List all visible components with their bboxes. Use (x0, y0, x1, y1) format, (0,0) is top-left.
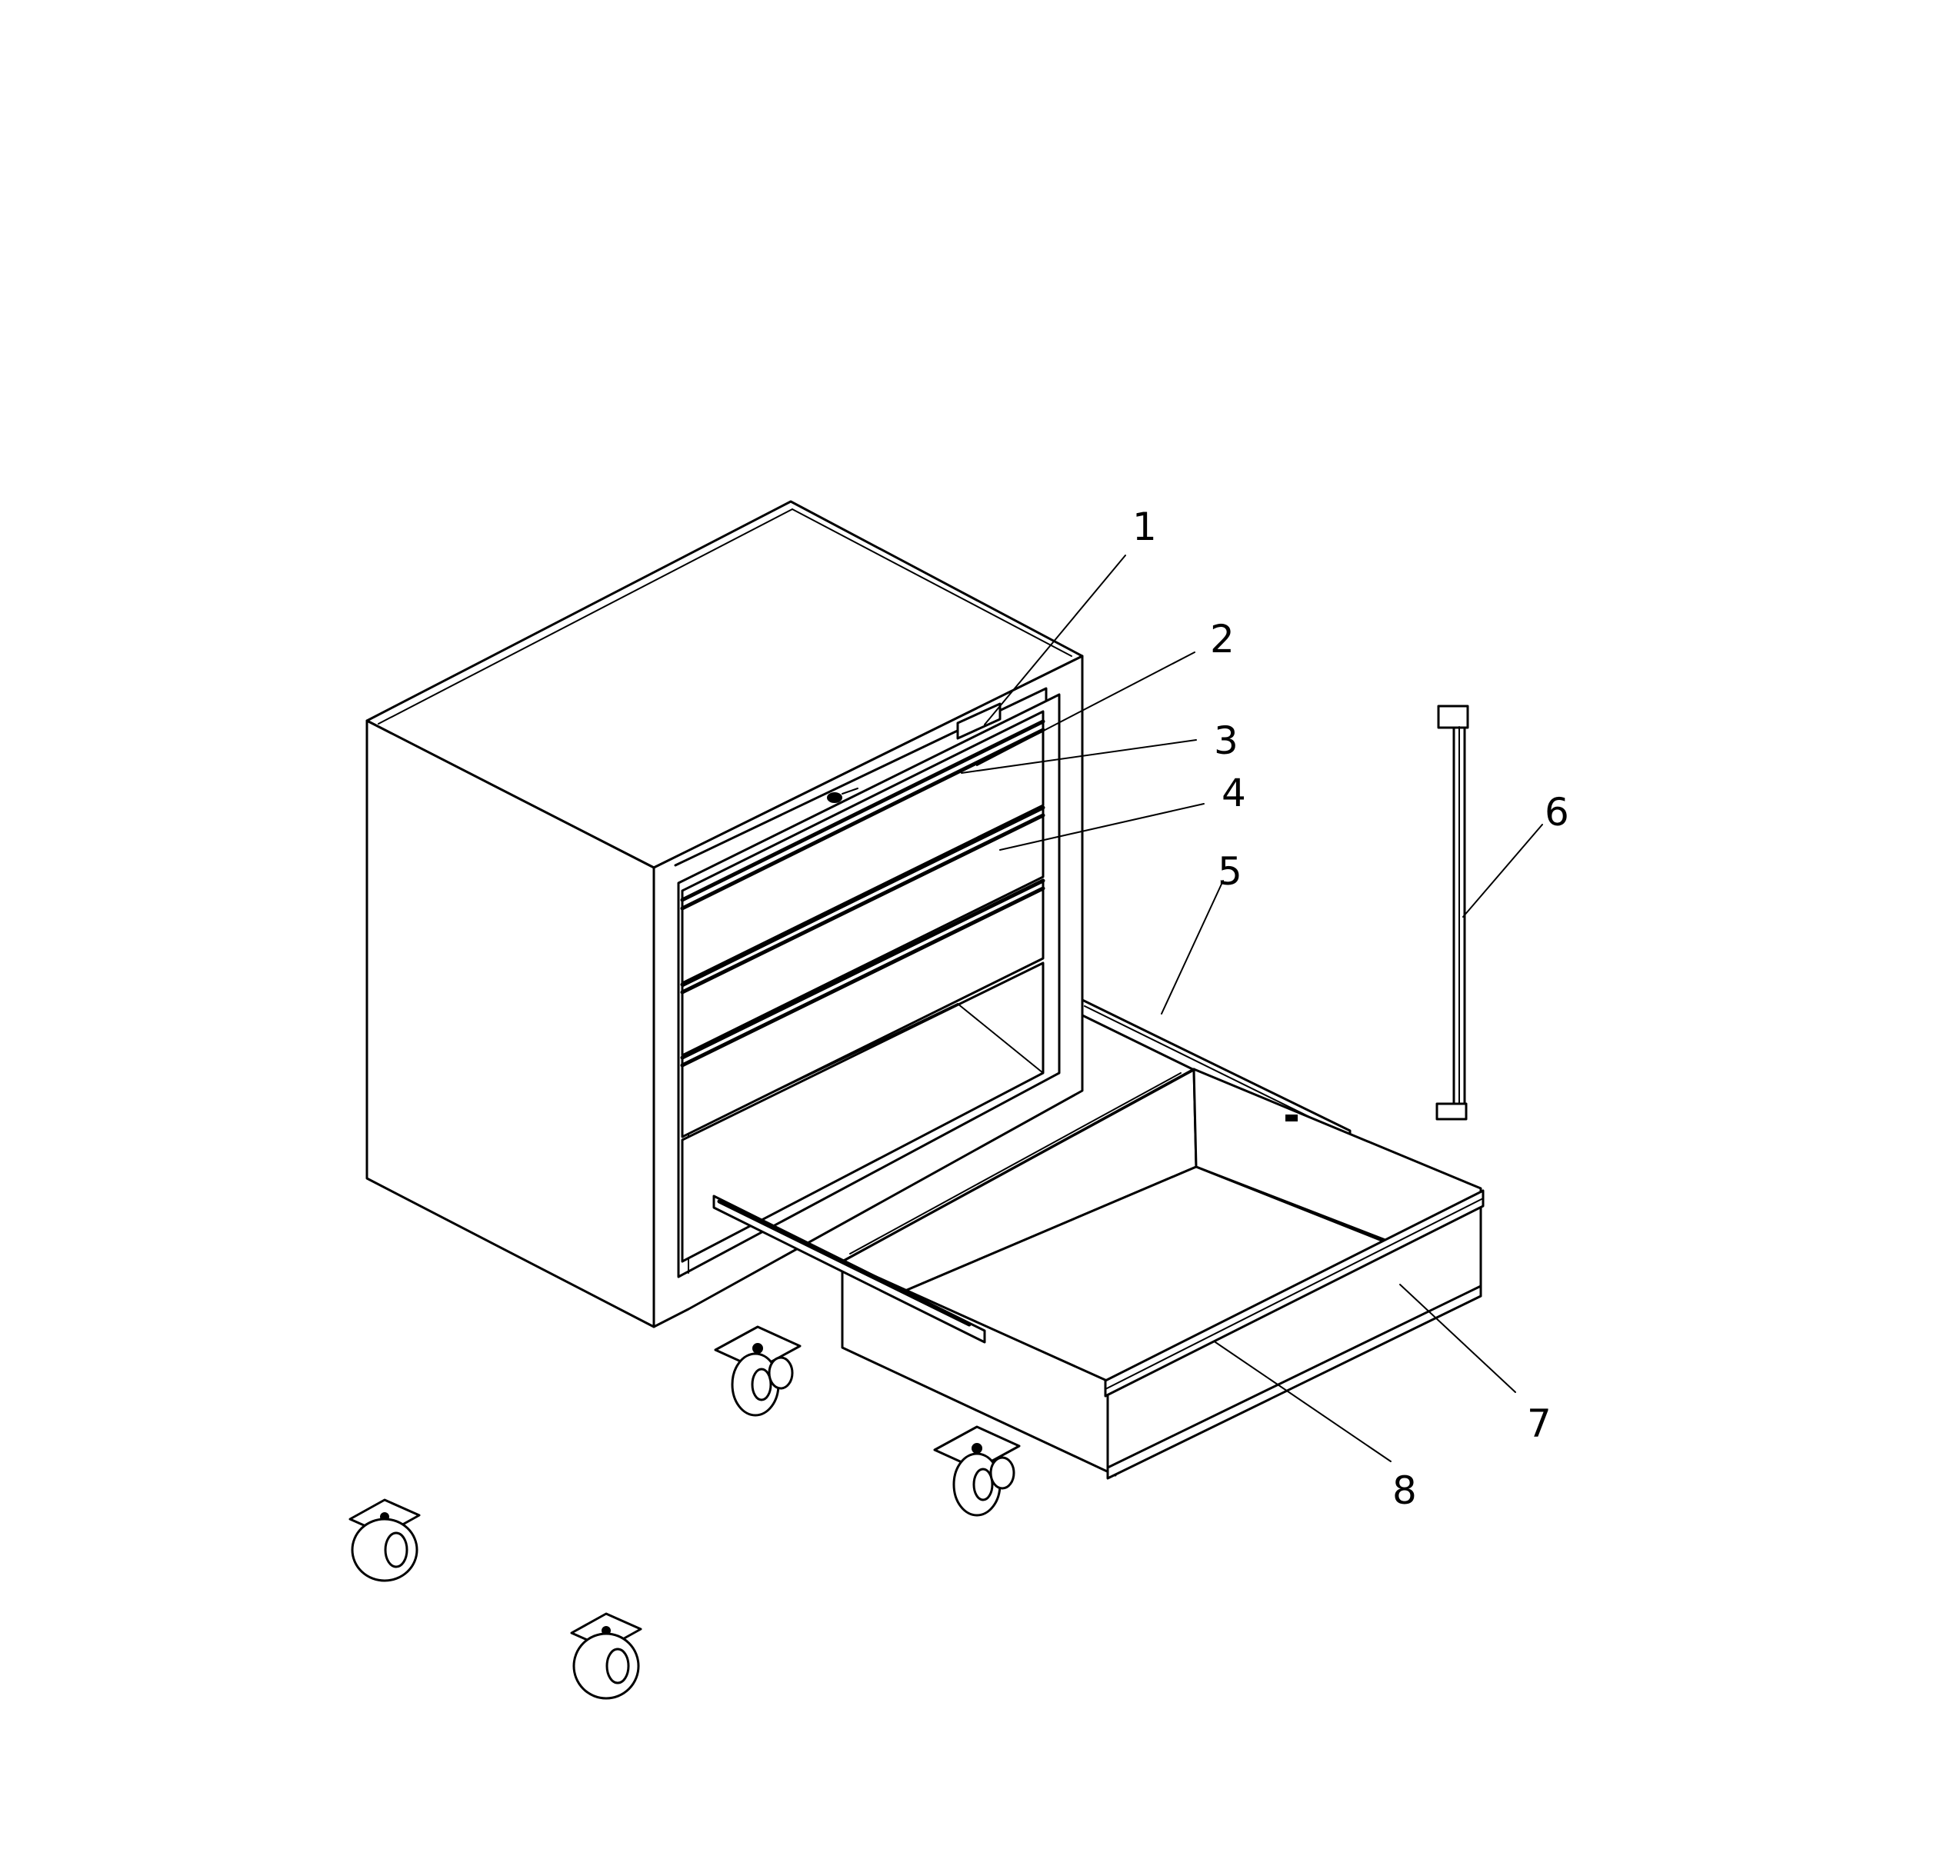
leader-line-3 (961, 739, 1197, 774)
callout-8: 8 (1392, 1468, 1417, 1513)
caster (570, 1612, 642, 1700)
callout-7: 7 (1527, 1401, 1552, 1446)
drawer-handle-rail (680, 805, 1045, 987)
cabinet (365, 500, 1084, 1328)
callouts: 1 2 3 4 5 6 7 8 (1132, 505, 1569, 1513)
callout-1: 1 (1132, 505, 1157, 549)
caster (933, 1425, 1021, 1517)
leader-line-7 (1399, 1284, 1516, 1393)
drawer-handle-rail (680, 719, 1045, 902)
callout-6: 6 (1545, 790, 1569, 835)
callout-3: 3 (1214, 718, 1238, 763)
drawer-stop-bar (1435, 705, 1469, 1121)
callout-2: 2 (1210, 617, 1235, 661)
slide-fastener (1285, 1115, 1298, 1121)
callout-5: 5 (1218, 849, 1242, 894)
top-drawer-front (681, 710, 1045, 985)
leader-line-5 (1161, 880, 1224, 1015)
leader-line-8 (1215, 1341, 1392, 1462)
lock-icon (827, 792, 842, 803)
caster (714, 1325, 802, 1417)
callout-4: 4 (1222, 771, 1246, 815)
drawer (712, 998, 1485, 1480)
leader-line-4 (999, 803, 1205, 851)
caster (348, 1498, 421, 1582)
leader-line-1 (984, 555, 1126, 725)
leader-line-2 (976, 651, 1195, 766)
drawer-handle-rail (680, 878, 1045, 1060)
cabinet-badge (956, 702, 1002, 740)
leader-line-6 (1462, 824, 1543, 918)
drawer-bottom-rail (1106, 1285, 1482, 1480)
leader-lines (961, 555, 1543, 1462)
